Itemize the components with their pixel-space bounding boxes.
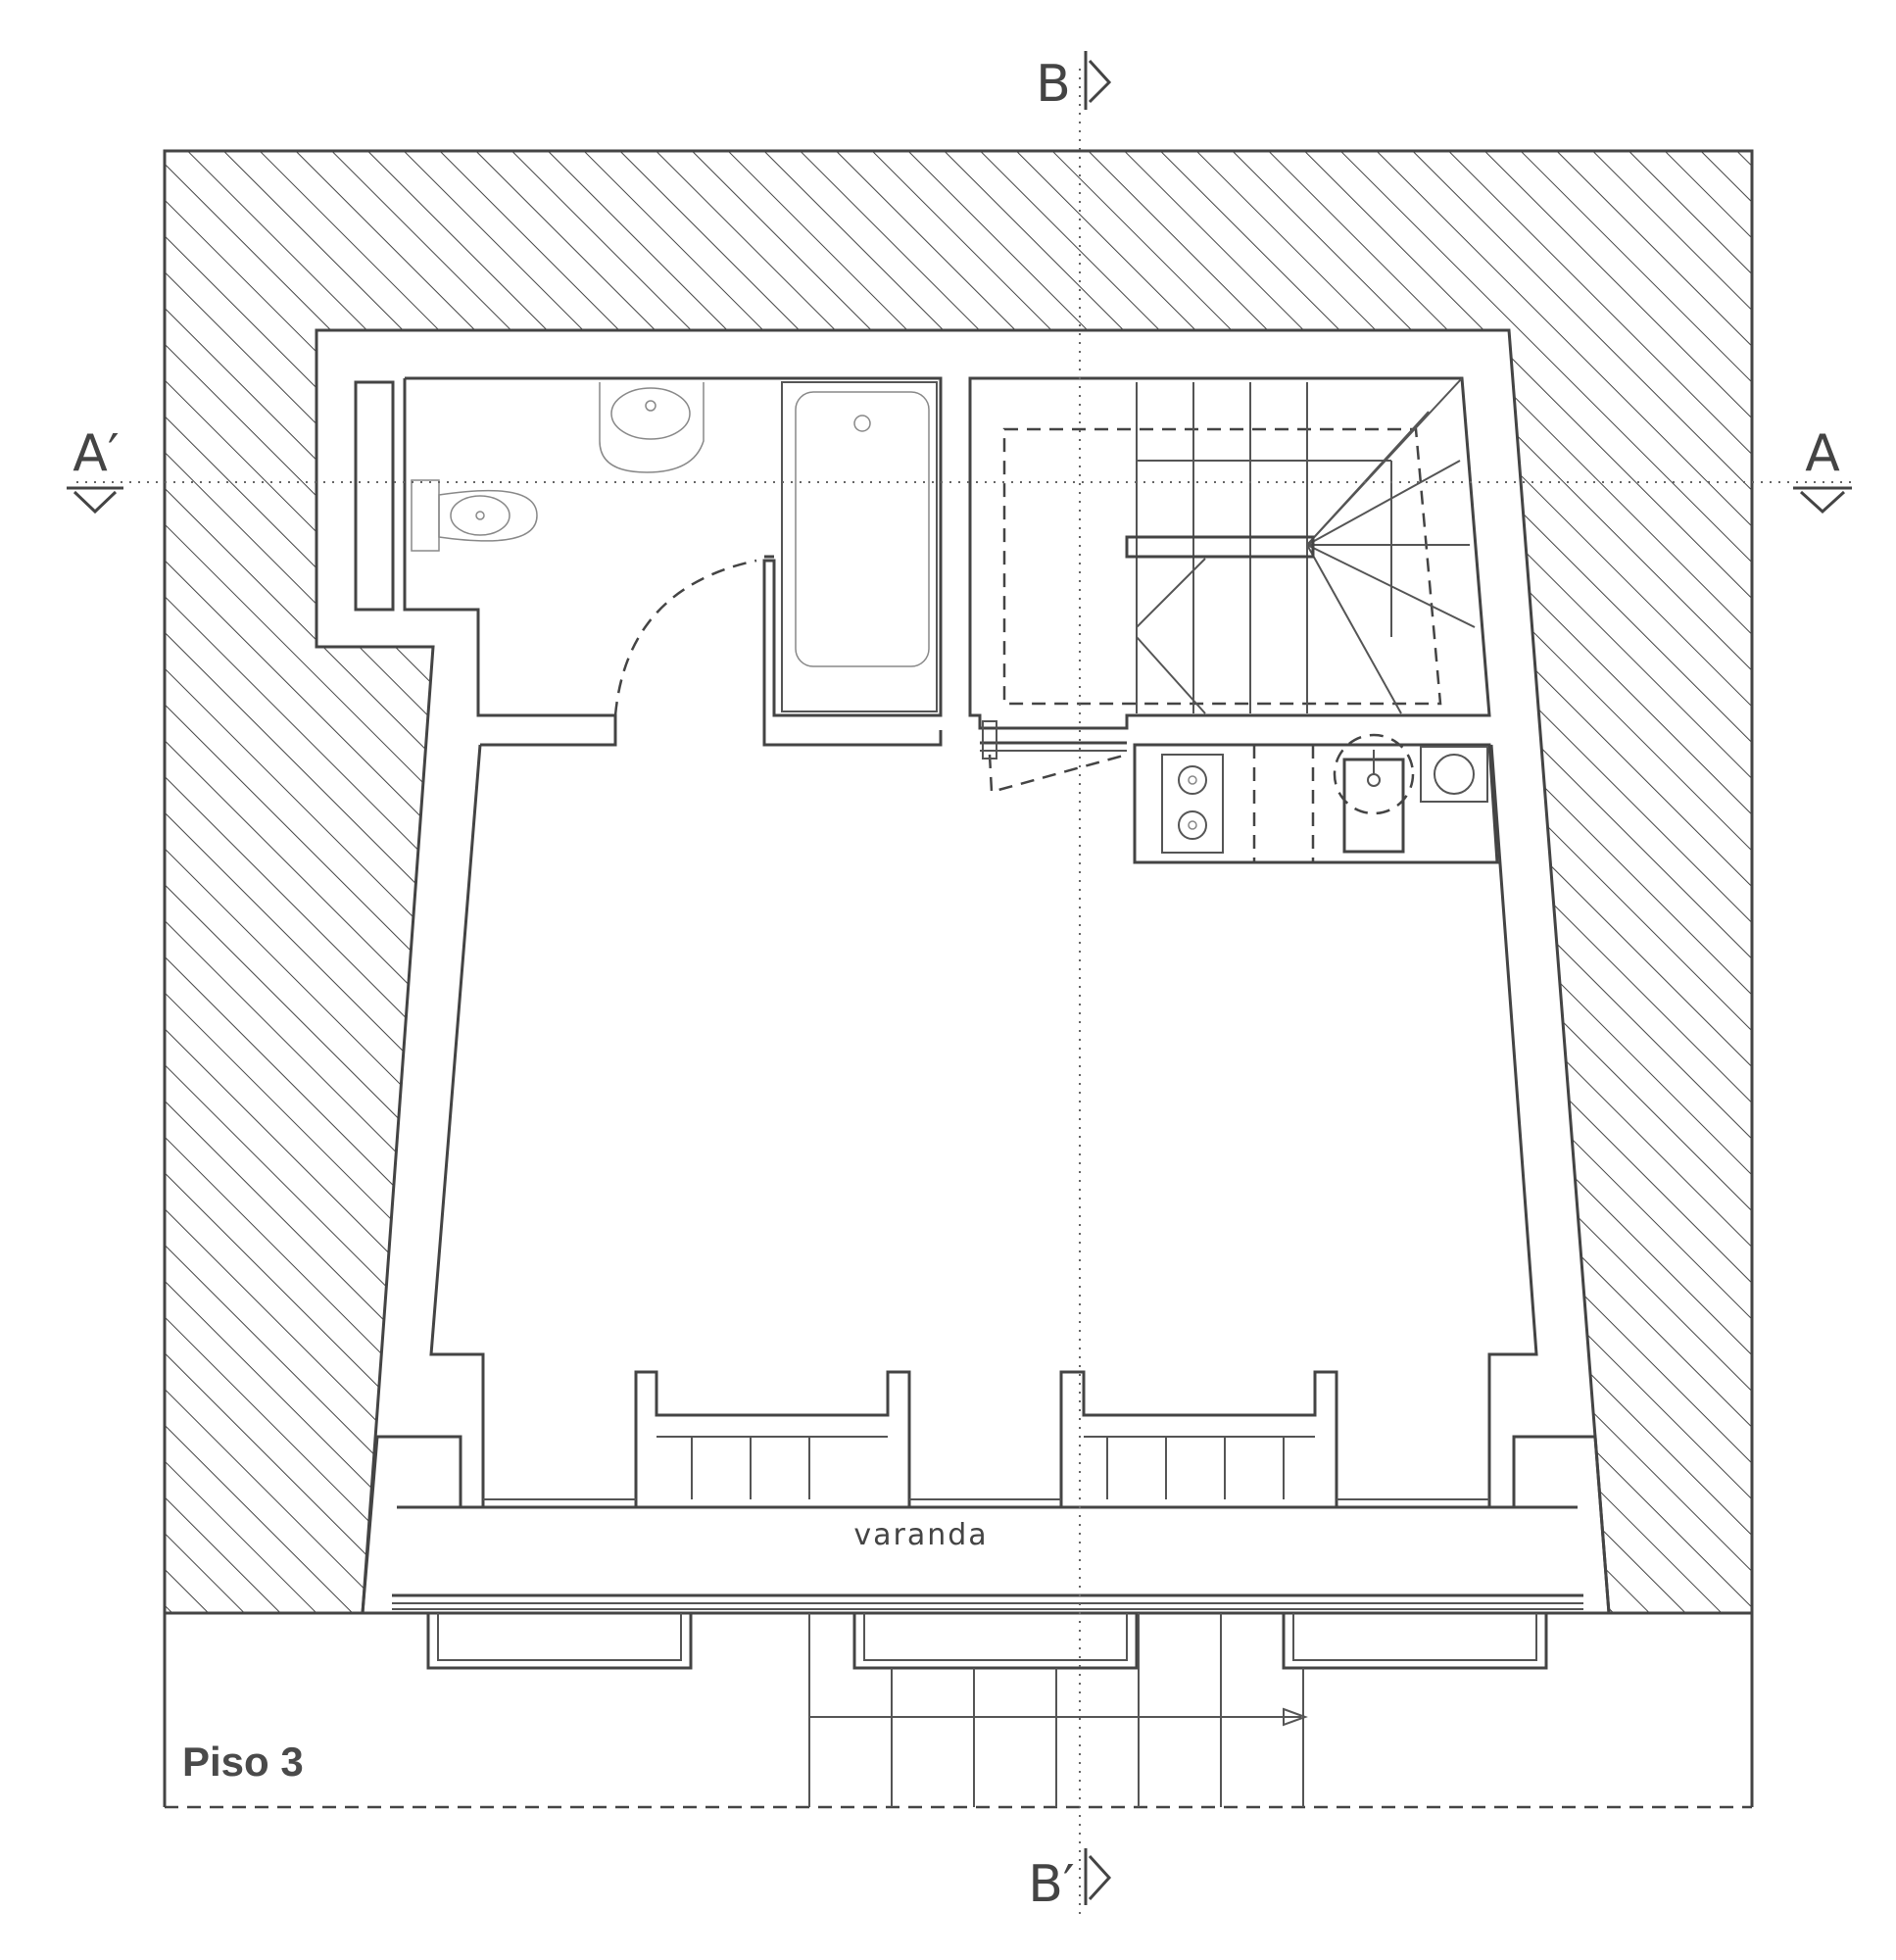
section-marker-b-top: B bbox=[1036, 51, 1112, 114]
floor-title: Piso 3 bbox=[182, 1739, 304, 1785]
section-marker-a-left: A′ bbox=[67, 424, 123, 514]
section-marker-b-bottom: B′ bbox=[1028, 1848, 1112, 1914]
balcony-side-right bbox=[1489, 1435, 1611, 1614]
neighbour-wall-hatch bbox=[165, 151, 1752, 1613]
section-lines bbox=[76, 69, 1852, 1921]
balcony-side-left bbox=[361, 1435, 483, 1614]
outer-wall bbox=[315, 328, 1611, 1614]
bathroom bbox=[354, 376, 943, 747]
inner-wall-right bbox=[1487, 744, 1538, 1507]
svg-text:B: B bbox=[1036, 55, 1071, 114]
balcony-label: varanda bbox=[853, 1518, 988, 1552]
kitchenette bbox=[1133, 733, 1499, 864]
svg-text:A′: A′ bbox=[73, 424, 119, 483]
svg-text:B′: B′ bbox=[1028, 1855, 1074, 1914]
svg-text:A: A bbox=[1805, 424, 1840, 483]
inner-wall-left bbox=[429, 717, 617, 1507]
facade-openings bbox=[483, 1370, 1489, 1508]
staircase bbox=[968, 376, 1491, 730]
balcony: varanda bbox=[392, 1505, 1583, 1610]
lower-level bbox=[426, 1613, 1548, 1807]
section-marker-a-right: A bbox=[1793, 424, 1852, 514]
door-kitchen bbox=[980, 720, 1128, 794]
